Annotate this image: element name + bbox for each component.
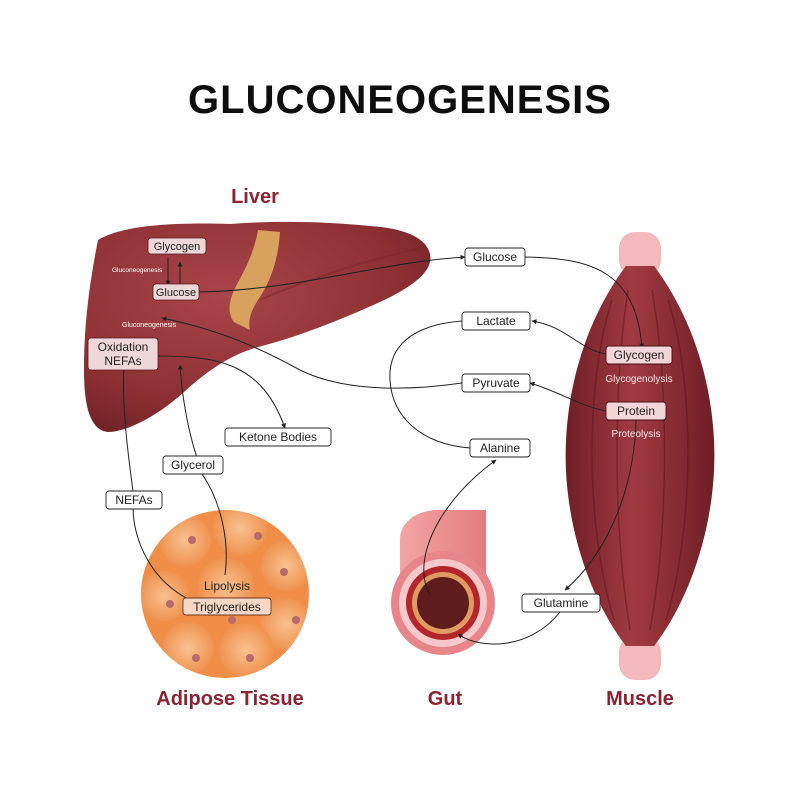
muscle-protein-box	[605, 401, 667, 421]
nefas-box	[105, 490, 163, 510]
arrow-triglycerides-to-nefas	[132, 508, 191, 601]
arrow-protein-to-glutamine	[564, 419, 637, 591]
muscle-illustration	[565, 232, 715, 680]
glucose-label: Glucose	[473, 250, 517, 264]
fat-nucleus	[188, 536, 196, 544]
gut-lumen	[417, 577, 469, 629]
page-title: GLUCONEOGENESIS	[188, 78, 612, 122]
organ-label-adipose: Adipose Tissue	[156, 688, 304, 710]
lactate-box	[461, 311, 531, 331]
liver-oxidation-box	[87, 337, 159, 371]
proteolysis-label: Proteolysis	[612, 429, 661, 440]
liver-glucose-label: Glucose	[156, 287, 196, 299]
fat-nucleus	[280, 568, 288, 576]
liver-ligament	[229, 230, 280, 330]
organ-label-liver: Liver	[231, 186, 279, 208]
pyruvate-label: Pyruvate	[472, 376, 520, 390]
fat-cell	[162, 622, 214, 674]
muscle-glycogen-box	[605, 345, 673, 365]
fat-cell	[219, 623, 273, 677]
arrow-liver-glucose-out	[198, 254, 466, 293]
fat-nucleus	[292, 616, 300, 624]
liver-glucose-box	[152, 283, 200, 301]
muscle-fiber	[616, 289, 631, 631]
triglycerides-label: Triglycerides	[193, 600, 261, 614]
muscle-fiber	[665, 299, 689, 621]
arrow-nefas-to-liver	[121, 365, 134, 492]
liver-lobe-line	[259, 247, 421, 301]
fat-cell	[261, 541, 309, 591]
lactate-label: Lactate	[476, 314, 516, 328]
liver-gluconeogenesis-small: Gluconeogenesis	[122, 322, 177, 329]
liver-oxidation-label: Oxidation	[98, 340, 149, 354]
liver-gluconeogenesis-small: Gluconeogenesis	[112, 267, 163, 274]
arrow-triglycerides-to-glycerol	[201, 473, 227, 576]
glycerol-box	[162, 455, 224, 475]
fat-nucleus	[192, 654, 200, 662]
arrow-glutamine-to-gut	[457, 611, 561, 645]
alanine-box	[469, 438, 531, 458]
glycerol-label: Glycerol	[171, 458, 215, 472]
gut-illustration	[391, 509, 495, 655]
pathway-boxes: Glucose Lactate Pyruvate Alanine Ketone …	[105, 247, 601, 613]
fat-nucleus	[166, 600, 174, 608]
muscle-tendon-top	[619, 232, 661, 276]
adipose-labels: Lipolysis Triglycerides	[182, 579, 272, 616]
glutamine-box	[521, 593, 601, 613]
arrow-glycogen-to-lactate	[531, 319, 607, 355]
ketone-bodies-box	[224, 427, 332, 447]
glutamine-label: Glutamine	[534, 596, 589, 610]
alanine-label: Alanine	[480, 441, 520, 455]
triglycerides-box	[182, 597, 272, 616]
fat-cell	[213, 510, 267, 555]
organ-label-gut: Gut	[427, 688, 463, 710]
arrow-glucose-to-muscle-glycogen	[523, 256, 645, 349]
muscle-belly	[565, 266, 715, 646]
glycogenolysis-label: Glycogenolysis	[605, 374, 672, 385]
fat-nucleus	[228, 616, 236, 624]
liver-glycogen-box	[147, 237, 207, 255]
pyruvate-box	[461, 373, 531, 393]
arrow-protein-to-pyruvate	[529, 381, 607, 412]
liver-nefas-label: NEFAs	[104, 354, 141, 368]
muscle-glycogen-label: Glycogen	[614, 348, 665, 362]
fat-nucleus	[246, 654, 254, 662]
arrow-nefas-to-ketones	[156, 355, 286, 429]
muscle-protein-label: Protein	[617, 404, 655, 418]
ketone-bodies-label: Ketone Bodies	[239, 430, 317, 444]
lipolysis-label: Lipolysis	[204, 579, 250, 593]
glucose-box	[464, 247, 526, 267]
muscle-labels: Glycogen Glycogenolysis Protein Proteoly…	[605, 345, 673, 440]
arrow-gut-to-alanine	[423, 459, 497, 596]
liver-glycogen-label: Glycogen	[154, 241, 200, 253]
liver-labels: Glycogen Gluconeogenesis Glucose Glucone…	[87, 237, 207, 371]
fat-cell	[159, 514, 211, 566]
arrow-pyruvate-to-liver	[161, 316, 463, 389]
muscle-fiber	[591, 299, 615, 621]
nefas-label: NEFAs	[115, 493, 152, 507]
arrow-lactate-alanine-loop	[389, 320, 471, 449]
organ-label-muscle: Muscle	[606, 688, 674, 710]
muscle-fiber	[649, 289, 666, 631]
fat-nucleus	[254, 532, 262, 540]
muscle-tendon-bottom	[619, 636, 661, 680]
fat-cell	[141, 571, 189, 621]
